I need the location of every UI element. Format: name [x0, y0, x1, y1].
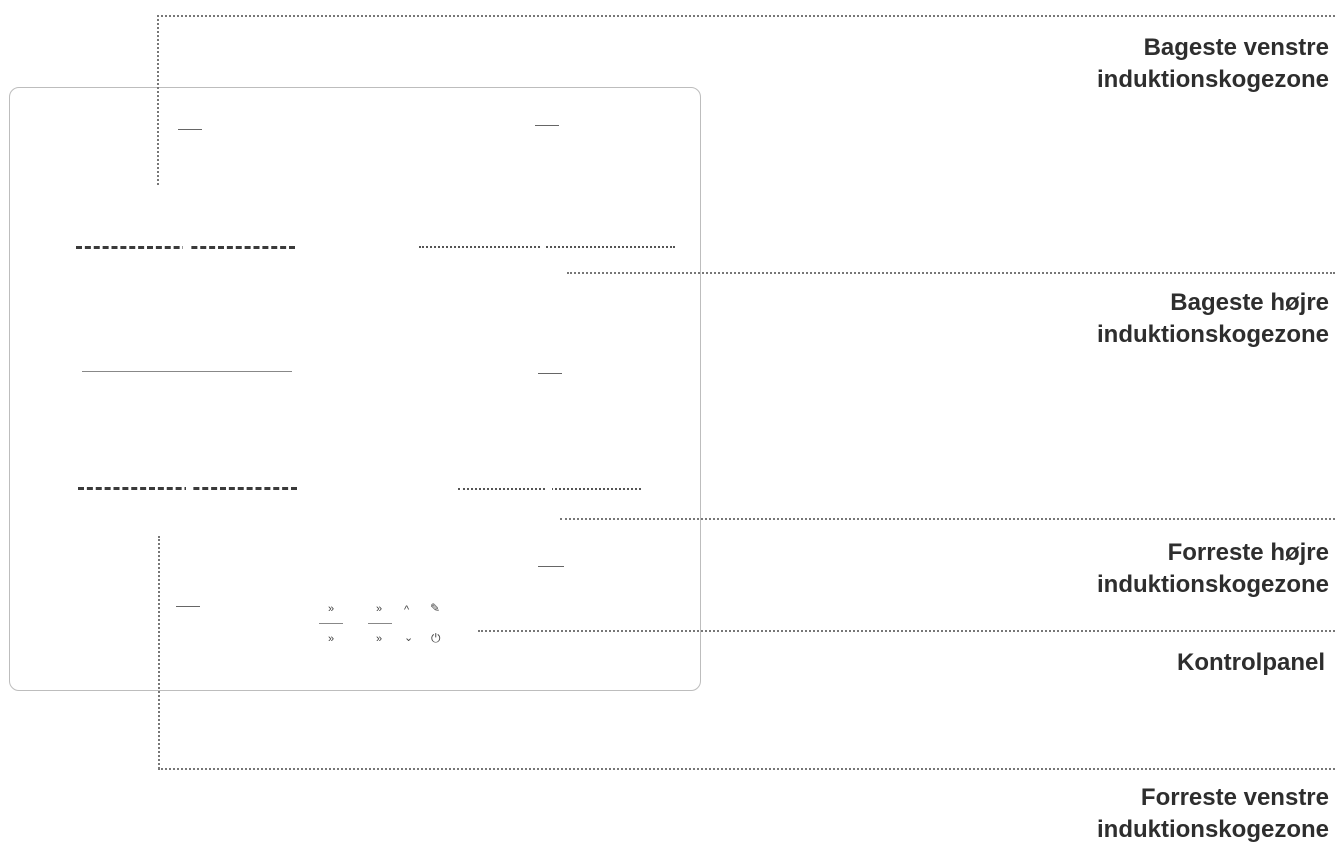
control-panel-leader: [478, 630, 1335, 632]
control-slider-right-bottom[interactable]: »: [376, 633, 383, 645]
control-slider-left-bottom[interactable]: »: [328, 633, 335, 645]
rear-right-zone-line: [419, 246, 675, 248]
rear-right-marker: [535, 125, 559, 126]
label-rear-right-line1: Bageste højre: [1170, 289, 1329, 316]
label-control-panel: Kontrolpanel: [1177, 649, 1325, 676]
down-icon[interactable]: ⌄: [404, 632, 414, 644]
zone-gap: [186, 486, 192, 491]
label-rear-left-line2: induktionskogezone: [1096, 66, 1329, 93]
rear-left-leader-horizontal: [157, 15, 1335, 17]
mid-right-marker: [538, 373, 562, 374]
front-left-leader-horizontal: [158, 768, 1335, 770]
front-left-leader-vertical: [158, 536, 160, 769]
label-rear-right-line2: induktionskogezone: [1096, 321, 1329, 348]
label-front-right-line2: induktionskogezone: [1096, 571, 1329, 598]
label-rear-left-line1: Bageste venstre: [1143, 34, 1329, 61]
rear-left-marker: [178, 129, 202, 130]
control-divider-left: [319, 623, 343, 624]
hob-outline: [9, 87, 701, 691]
zone-gap: [546, 487, 552, 492]
label-front-left-line1: Forreste venstre: [1140, 784, 1329, 811]
rear-left-leader-vertical: [157, 15, 159, 185]
control-slider-left-top[interactable]: »: [328, 603, 335, 615]
zone-gap: [540, 245, 546, 250]
label-rear-right: Bageste højre induktionskogezone: [1097, 287, 1329, 351]
control-slider-right-top[interactable]: »: [376, 603, 383, 615]
front-left-marker: [176, 606, 200, 607]
up-icon[interactable]: ^: [404, 604, 410, 616]
power-icon[interactable]: ⏻: [431, 631, 441, 645]
bridge-line: [82, 371, 292, 372]
label-front-left-line2: induktionskogezone: [1096, 816, 1329, 843]
front-right-leader: [560, 518, 1335, 520]
label-rear-left: Bageste venstre induktionskogezone: [1097, 32, 1329, 96]
control-divider-right: [368, 623, 392, 624]
rear-right-leader: [567, 272, 1335, 274]
label-front-right: Forreste højre induktionskogezone: [1097, 537, 1329, 601]
front-right-marker: [538, 566, 564, 567]
label-front-left: Forreste venstre induktionskogezone: [1097, 782, 1329, 846]
label-front-right-line1: Forreste højre: [1167, 539, 1329, 566]
zone-gap: [183, 245, 189, 250]
lock-icon[interactable]: ✎: [430, 601, 441, 615]
